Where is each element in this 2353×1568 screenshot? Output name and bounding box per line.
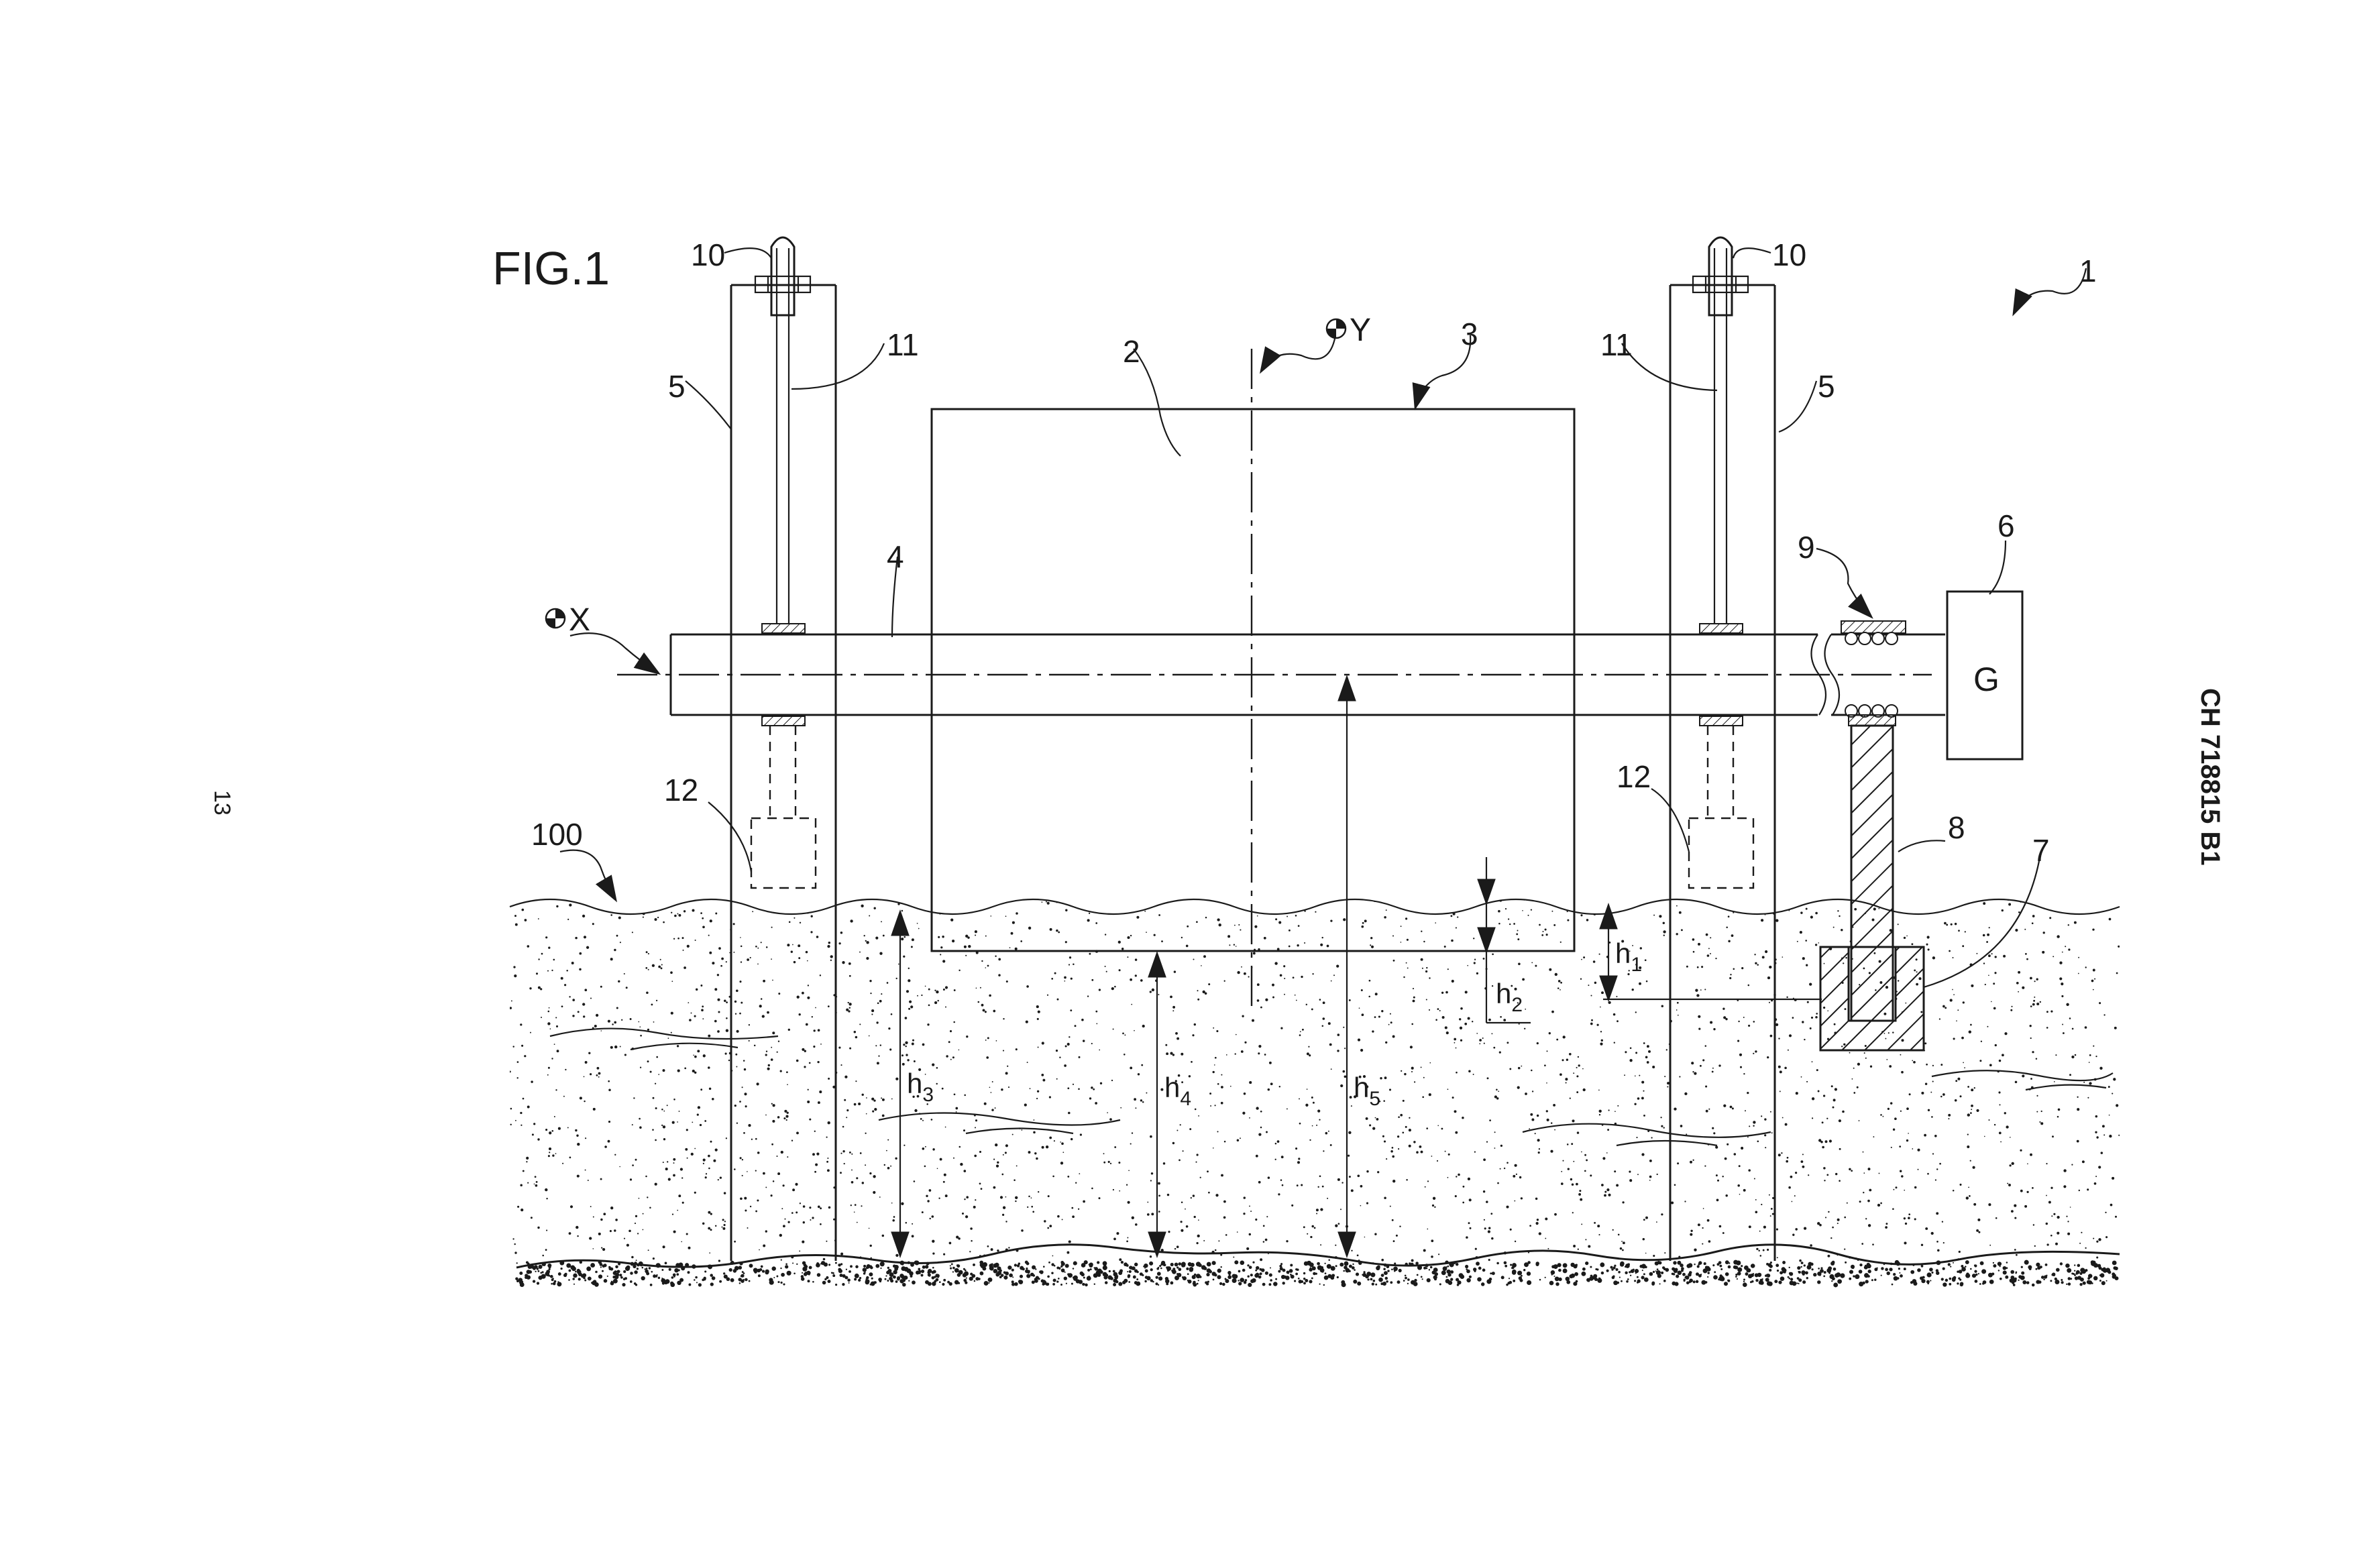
ref-label-12-left: 12	[664, 773, 698, 807]
wave-mark	[1931, 1070, 2114, 1082]
right-support-pillar	[1669, 236, 1776, 1261]
vertical-rod	[1848, 714, 1896, 1022]
ref-label-11-left: 11	[887, 327, 919, 362]
ref-label-7: 7	[2032, 833, 2050, 868]
dimension-h2	[1477, 857, 1531, 1024]
wave-mark	[1616, 1139, 1718, 1147]
wave-mark	[630, 1042, 738, 1051]
ref-label-12-right: 12	[1617, 759, 1651, 794]
dimension-label-h2: h2	[1496, 978, 1523, 1016]
ref-label-10-right: 10	[1772, 237, 1806, 272]
leader-lines	[559, 247, 2087, 989]
ref-label-3: 3	[1461, 317, 1478, 351]
dimension-label-h1: h1	[1615, 938, 1642, 976]
wave-mark	[549, 1027, 779, 1040]
ref-label-5-right: 5	[1818, 369, 1835, 404]
ref-label-11-right: 11	[1600, 327, 1633, 362]
wave-mark	[2025, 1084, 2107, 1091]
base-block	[1819, 946, 1925, 1052]
ref-label-6: 6	[1998, 508, 2015, 543]
wave-mark	[878, 1112, 1121, 1126]
ref-label-10-left: 10	[691, 237, 725, 272]
axis-x-icon	[545, 608, 566, 629]
wave-mark	[1522, 1123, 1771, 1138]
page-number: 13	[209, 790, 235, 816]
dimension-h1	[1599, 903, 1822, 1002]
drum	[930, 408, 1576, 952]
dimension-label-h5: h5	[1354, 1072, 1380, 1110]
pulley-icon	[1708, 236, 1733, 317]
generator	[1946, 590, 2024, 761]
left-support-pillar	[730, 236, 837, 1261]
axis-x-label: X	[569, 602, 590, 638]
ref-label-9: 9	[1798, 530, 1815, 565]
wave-mark	[965, 1127, 1074, 1135]
ref-label-2: 2	[1123, 334, 1140, 369]
seabed-line	[516, 1243, 2120, 1269]
ref-label-1: 1	[2079, 254, 2097, 288]
ref-label-5-left: 5	[668, 369, 686, 404]
axis-y-label: Y	[1350, 313, 1371, 348]
generator-label: G	[1973, 661, 2000, 698]
coupling	[1841, 620, 1906, 718]
dimension-label-h3: h3	[907, 1068, 934, 1106]
figure-title: FIG.1	[492, 242, 610, 294]
ref-label-8: 8	[1948, 810, 1965, 845]
seabed	[515, 1243, 2120, 1288]
ref-label-4: 4	[887, 539, 904, 574]
axis-y-icon	[1325, 318, 1347, 339]
pulley-icon	[770, 236, 796, 317]
ref-label-100: 100	[531, 817, 583, 852]
dimension-label-h4: h4	[1164, 1072, 1191, 1110]
patent-number: CH 718815 B1	[2195, 688, 2225, 866]
